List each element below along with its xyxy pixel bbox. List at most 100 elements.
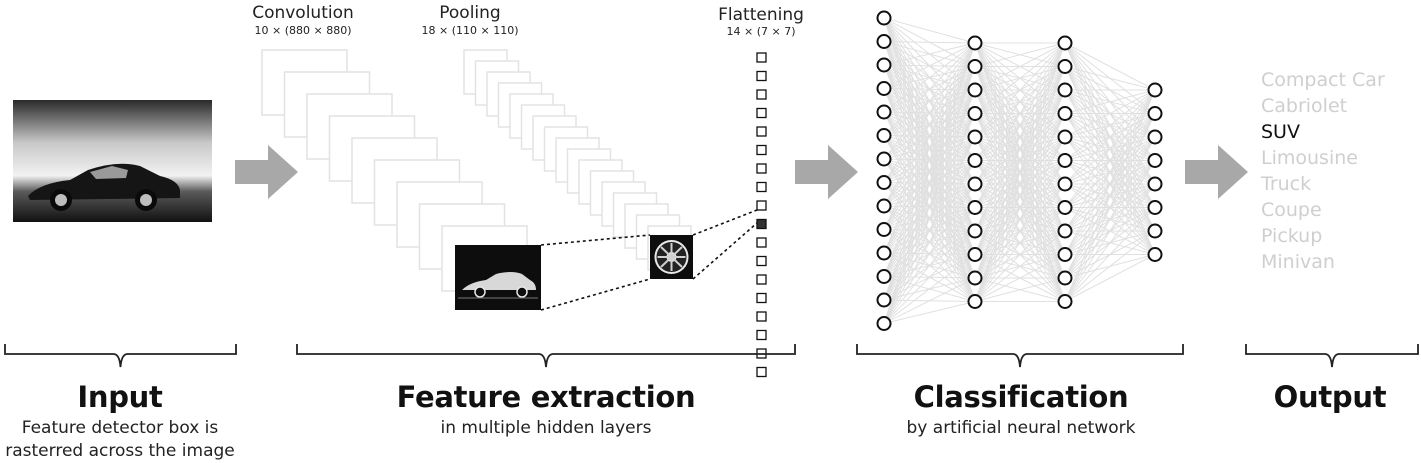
network-connection — [974, 277, 1066, 302]
network-connection — [974, 42, 1066, 232]
network-connection — [974, 89, 1066, 302]
network-connection — [1064, 89, 1156, 161]
pooling-dims: 18 × (110 × 110) — [421, 24, 519, 37]
flattened-cell — [756, 70, 767, 82]
input-subtitle-line2: rasterred across the image — [5, 441, 235, 461]
neuron — [1147, 247, 1163, 262]
network-connection — [974, 42, 1066, 208]
section-brackets — [4, 344, 1419, 368]
neuron — [876, 269, 892, 284]
network-connection — [883, 230, 976, 324]
network-connection — [883, 42, 976, 113]
network-connection — [883, 42, 976, 207]
network-connection — [1064, 89, 1156, 208]
network-connection — [974, 42, 1066, 161]
network-connection — [974, 42, 1066, 138]
section-bracket — [1245, 344, 1419, 368]
section-bracket — [296, 344, 796, 368]
neuron — [1057, 294, 1073, 309]
output-title: Output — [1273, 380, 1387, 414]
network-connection — [1064, 113, 1156, 302]
network-connection — [883, 277, 976, 324]
output-class-label: Cabriolet — [1261, 95, 1348, 117]
neuron — [967, 270, 983, 286]
neuron — [876, 222, 892, 237]
neuron — [967, 176, 983, 192]
neuron — [1147, 82, 1163, 98]
flattened-cell — [756, 255, 767, 267]
flattened-cell — [756, 366, 767, 378]
pooling-output-thumbnail — [650, 235, 693, 279]
flattened-cell — [756, 107, 767, 119]
network-connection — [1064, 89, 1156, 185]
output-class-label: Minivan — [1261, 251, 1335, 273]
neuron — [1057, 176, 1073, 192]
flattening-dims: 14 × (7 × 7) — [726, 25, 796, 38]
network-connection — [974, 183, 1066, 302]
neuron — [876, 292, 892, 308]
output-class-label: Limousine — [1261, 147, 1358, 169]
convolution-title: Convolution — [252, 3, 354, 23]
flattening-title: Flattening — [718, 5, 804, 25]
network-connection — [1064, 42, 1156, 91]
network-connection — [883, 301, 976, 324]
neuron — [1057, 200, 1073, 215]
network-connection — [974, 207, 1066, 302]
output-class-label: Coupe — [1261, 199, 1322, 221]
neuron — [1147, 176, 1163, 192]
neuron — [1057, 129, 1073, 145]
network-connection — [883, 207, 976, 324]
pooling-title: Pooling — [439, 3, 501, 23]
output-class-label: Truck — [1261, 173, 1312, 195]
network-connection — [883, 42, 976, 301]
flattened-cell — [756, 163, 767, 174]
flattened-cell — [756, 274, 767, 285]
network-connection — [1064, 183, 1156, 302]
neuron — [876, 81, 892, 96]
flattened-cell — [756, 329, 767, 341]
feature-extraction-title: Feature extraction — [396, 380, 696, 414]
zoom-connector-lines — [540, 209, 758, 311]
network-connection — [1064, 89, 1156, 255]
pooling-feature-maps — [463, 49, 692, 271]
network-neurons — [876, 10, 1163, 331]
network-connection — [883, 254, 976, 324]
neuron — [967, 59, 983, 74]
neuron — [1057, 35, 1073, 51]
neuron — [967, 223, 983, 239]
neuron — [967, 106, 983, 121]
neuron — [1057, 153, 1073, 168]
network-connection — [974, 113, 1066, 302]
neuron — [1057, 223, 1073, 239]
convolution-output-thumbnail — [455, 245, 541, 310]
feature-extraction-subtitle: in multiple hidden layers — [440, 418, 652, 438]
classification-subtitle: by artificial neural network — [906, 418, 1136, 438]
neuron — [1057, 270, 1073, 286]
classification-title: Classification — [913, 380, 1129, 414]
neuron — [1057, 247, 1073, 262]
network-connection — [883, 160, 976, 324]
network-connection — [883, 42, 976, 324]
network-connection — [1064, 207, 1156, 302]
neuron — [967, 153, 983, 168]
flattened-cell — [756, 144, 767, 156]
network-connection — [1064, 89, 1156, 232]
flattened-cell — [756, 126, 767, 137]
input-subtitle-line1: Feature detector box is — [21, 418, 219, 438]
network-connection — [974, 42, 1066, 91]
flattened-cell — [756, 311, 767, 322]
flattened-cell — [756, 292, 767, 304]
neuron — [876, 34, 892, 49]
output-class-label: SUV — [1261, 121, 1300, 143]
network-connection — [883, 42, 976, 136]
input-car-image — [13, 100, 212, 222]
network-connection — [883, 42, 976, 89]
neuron — [1147, 223, 1163, 239]
arrow-right-icon — [235, 145, 298, 199]
input-title: Input — [77, 380, 163, 414]
network-connection — [974, 42, 1066, 67]
convolution-dims: 10 × (880 × 880) — [254, 24, 352, 37]
neuron — [967, 247, 983, 262]
network-connection — [883, 42, 976, 230]
